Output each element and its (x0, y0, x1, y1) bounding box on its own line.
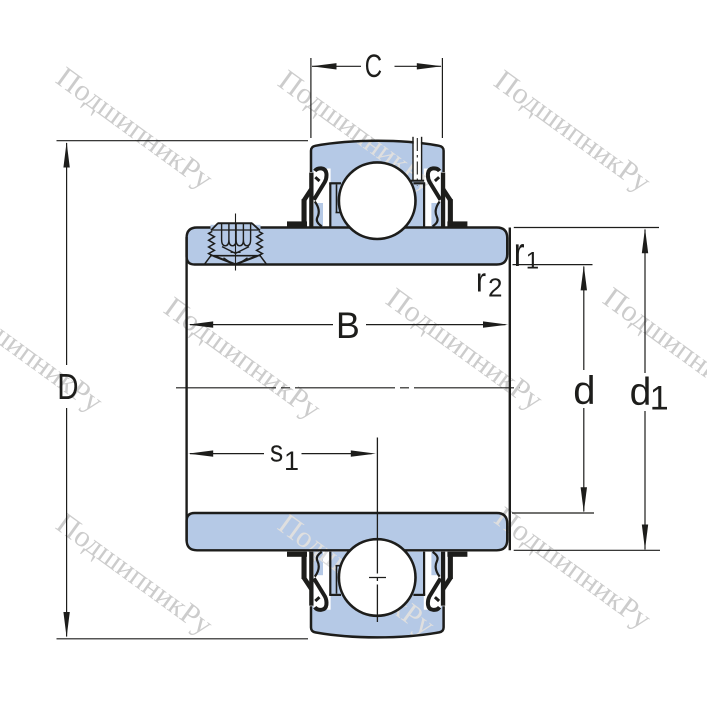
svg-text:D: D (57, 366, 78, 406)
svg-text:C: C (365, 47, 382, 83)
svg-text:r: r (476, 261, 486, 299)
svg-text:1: 1 (650, 380, 669, 418)
svg-text:1: 1 (284, 446, 299, 476)
svg-text:r: r (514, 229, 525, 274)
svg-text:2: 2 (488, 272, 502, 302)
svg-text:B: B (336, 304, 360, 346)
svg-text:1: 1 (526, 248, 539, 275)
svg-text:s: s (270, 435, 283, 469)
svg-text:d: d (630, 371, 652, 414)
svg-text:d: d (573, 369, 595, 413)
